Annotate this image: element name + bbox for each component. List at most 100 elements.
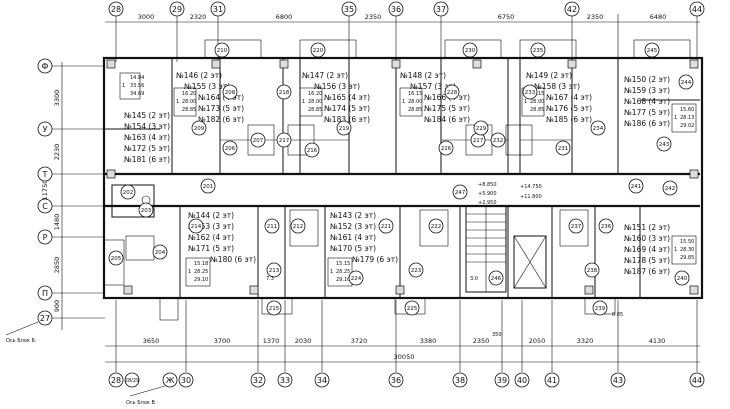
room-marker-208 — [222, 84, 238, 100]
room-number-207: 207 — [253, 138, 264, 144]
area-box-2-b: 28.00 — [308, 99, 322, 105]
area-box-6: 1 15.18 28.25 29.10 — [185, 257, 211, 287]
room-marker-231 — [555, 140, 571, 156]
apt-group-4: №149 (2 эт) №158 (3 эт) №167 (4 эт) №176… — [526, 71, 592, 124]
area-box-0-c: 34.69 — [130, 91, 144, 97]
room-marker-212 — [290, 218, 306, 234]
room-number-227: 227 — [473, 138, 484, 144]
axis-left-6: 27 — [40, 314, 50, 323]
room-number-233: 233 — [525, 90, 536, 96]
dim-left-3: 1480 — [53, 214, 61, 231]
dim-top-0: 3000 — [138, 13, 155, 21]
room-number-229: 229 — [476, 126, 487, 132]
top-dimension-line — [105, 14, 700, 62]
area-box-6-b: 28.25 — [194, 269, 208, 275]
area-box-7: 1 15.15 28.25 29.10 — [327, 257, 353, 287]
room-marker-213 — [266, 262, 282, 278]
room-number-219: 219 — [339, 126, 350, 132]
dim-bottom-9: 4130 — [649, 337, 666, 345]
apt-group-6: №144 (2 эт) №153 (3 эт) №162 (4 эт) №171… — [188, 211, 256, 264]
apt-1-3: №173 (5 эт) — [198, 104, 244, 113]
axis-bottom-6: 34 — [317, 376, 327, 385]
room-number-213: 213 — [269, 268, 280, 274]
axis-bottom-10: 40 — [517, 376, 527, 385]
elev-b-0: +14.750 — [520, 184, 542, 190]
room-number-224: 224 — [351, 276, 362, 282]
room-number-247: 247 — [455, 190, 466, 196]
room-marker-211 — [264, 218, 280, 234]
apt-7-0: №143 (2 эт) — [330, 211, 376, 220]
axis-left-3: С — [42, 202, 48, 211]
room-marker-239 — [592, 300, 608, 316]
area-box-6-a: 15.18 — [194, 261, 208, 267]
area-box-4-c: 28.85 — [530, 107, 544, 113]
room-number-242: 242 — [665, 186, 676, 192]
elev-a-0: +8.850 — [478, 182, 497, 188]
room-marker-207 — [250, 132, 266, 148]
axis-bottom-9: 39 — [497, 376, 507, 385]
axis-left-0: Ф — [42, 62, 49, 71]
room-marker-245 — [644, 42, 660, 58]
room-number-241: 241 — [631, 184, 642, 190]
apt-0-2: №163 (4 эт) — [124, 133, 170, 142]
area-box-5-room: 1 — [674, 115, 677, 121]
axis-bottom-4: 32 — [253, 376, 263, 385]
apt-3-1: №157 (3 эт) — [410, 82, 456, 91]
dim-bottom-4: 3720 — [351, 337, 368, 345]
apt-1-1: №155 (3 эт) — [184, 82, 230, 91]
apt-1-4: №182 (6 эт) — [198, 115, 244, 124]
area-box-5: 1 15.60 28.13 29.02 — [671, 103, 697, 133]
dim-bottom-5: 3380 — [420, 337, 437, 345]
room-marker-232 — [490, 132, 506, 148]
apt-group-0: №145 (2 эт) №154 (3 эт) №163 (4 эт) №172… — [124, 111, 170, 164]
apt-6-2: №162 (4 эт) — [188, 233, 234, 242]
room-number-211: 211 — [267, 224, 278, 230]
area-box-3-room: 1 — [402, 99, 405, 105]
dim-bottom-3: 2030 — [295, 337, 312, 345]
area-box-8-a: 15.50 — [680, 239, 694, 245]
axis-top-7: 44 — [692, 5, 702, 14]
apt-3-4: №184 (6 эт) — [424, 115, 470, 124]
room-number-223: 223 — [411, 268, 422, 274]
area-box-1-c: 28.85 — [182, 107, 196, 113]
apt-2-3: №174 (5 эт) — [324, 104, 370, 113]
axis-bottom-7: 36 — [391, 376, 401, 385]
apt-0-1: №154 (3 эт) — [124, 122, 170, 131]
apt-2-1: №156 (3 эт) — [314, 82, 360, 91]
area-box-1-b: 28.00 — [182, 99, 196, 105]
room-marker-241 — [628, 178, 644, 194]
room-number-206: 206 — [225, 146, 236, 152]
room-number-222: 222 — [431, 224, 442, 230]
room-marker-218 — [276, 84, 292, 100]
elev-a-2: +2.950 — [478, 200, 497, 206]
room-marker-209 — [191, 120, 207, 136]
area-box-7-a: 15.15 — [336, 261, 350, 267]
axis-top-5: 37 — [436, 5, 446, 14]
apt-7-2: №161 (4 эт) — [330, 233, 376, 242]
apt-4-4: №185 (6 эт) — [546, 115, 592, 124]
axis-top-2: 31 — [213, 5, 223, 14]
axis-top-1: 29 — [172, 5, 182, 14]
top-balconies — [204, 39, 691, 59]
room-marker-205 — [108, 250, 124, 266]
apt-8-2: №169 (4 эт) — [624, 245, 670, 254]
axis-bottom-0: 28 — [111, 376, 121, 385]
room-number-230: 230 — [465, 48, 476, 54]
axis-bottom-2: Ж — [166, 376, 175, 385]
room-number-225: 225 — [407, 306, 418, 312]
area-box-1: 1 16.20 28.00 28.85 — [173, 87, 196, 117]
room-number-210: 210 — [217, 48, 228, 54]
apt-5-3: №177 (5 эт) — [624, 108, 670, 117]
area-box-5-b: 28.13 — [680, 115, 694, 121]
apt-6-3: №171 (5 эт) — [188, 244, 234, 253]
apt-5-4: №186 (6 эт) — [624, 119, 670, 128]
room-marker-246 — [488, 270, 504, 286]
apt-8-4: №187 (6 эт) — [624, 267, 670, 276]
apt-1-0: №146 (2 эт) — [176, 71, 222, 80]
dim-bottom-1: 3700 — [214, 337, 231, 345]
apt-8-0: №151 (2 эт) — [624, 223, 670, 232]
apt-4-1: №158 (3 эт) — [534, 82, 580, 91]
axis-top-3: 35 — [344, 5, 354, 14]
dim-top-2: 6800 — [276, 13, 293, 21]
bottom-balconies — [159, 297, 616, 321]
